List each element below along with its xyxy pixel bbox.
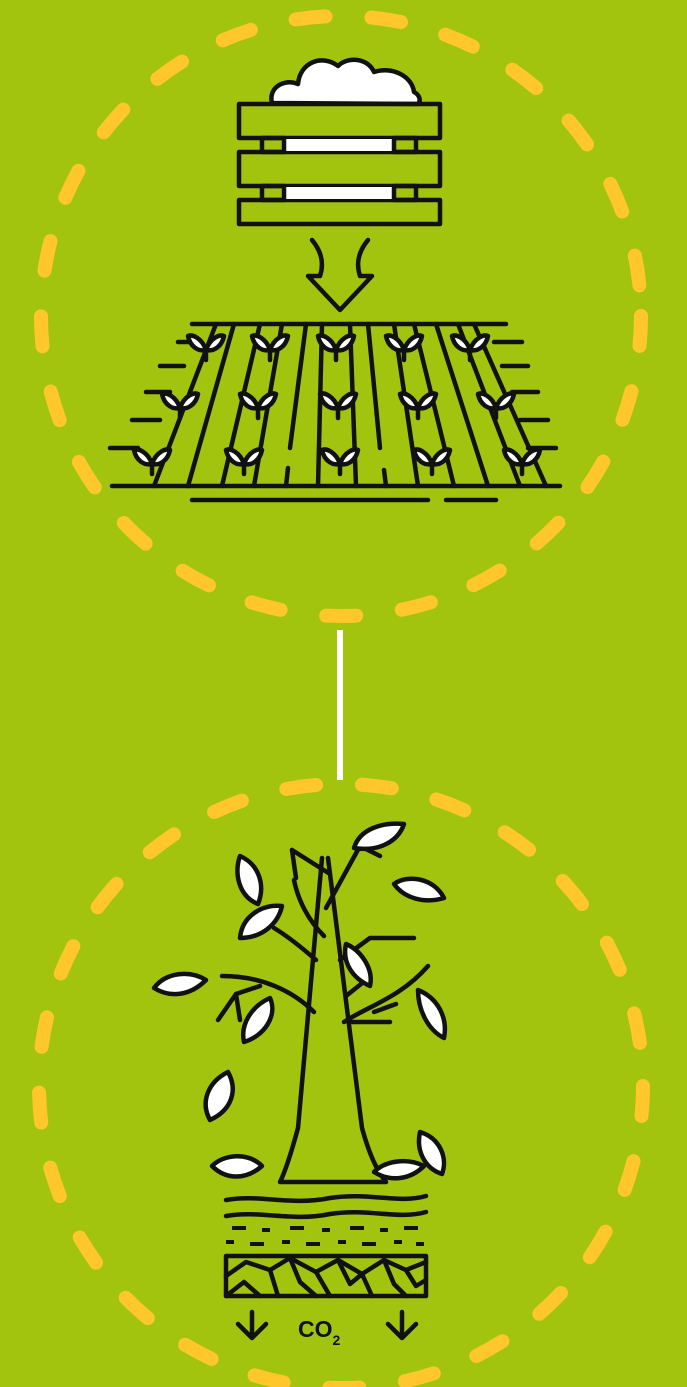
sprout (131, 447, 173, 477)
sprout (249, 333, 291, 363)
sprout (315, 333, 357, 363)
co2-left-arrow-icon (235, 1309, 269, 1341)
sprout (475, 391, 517, 421)
sprout (319, 447, 361, 477)
co2-label-subscript: 2 (333, 1332, 341, 1348)
sprout (501, 447, 543, 477)
fallen-leaves-icon (203, 1069, 447, 1181)
top-dashed-ring (34, 9, 648, 623)
soil-dash-row (226, 1226, 424, 1246)
crop-sprouts (131, 333, 543, 477)
down-arrow-icon (305, 237, 375, 313)
soil-layers-icon (223, 1193, 429, 1299)
co2-label-main: CO (298, 1316, 333, 1342)
sprout (411, 447, 453, 477)
sprout (317, 391, 359, 421)
sprout (223, 447, 265, 477)
sprout (237, 391, 279, 421)
co2-label: CO2 (298, 1316, 341, 1348)
tree-icon (151, 821, 448, 1185)
sprout (383, 333, 425, 363)
sprout (449, 333, 491, 363)
sprout (397, 391, 439, 421)
sprout (185, 333, 227, 363)
compost-crate-icon (236, 57, 443, 227)
bottom-dashed-ring (32, 777, 650, 1387)
sprout (159, 391, 201, 421)
co2-right-arrow-icon (385, 1309, 419, 1341)
